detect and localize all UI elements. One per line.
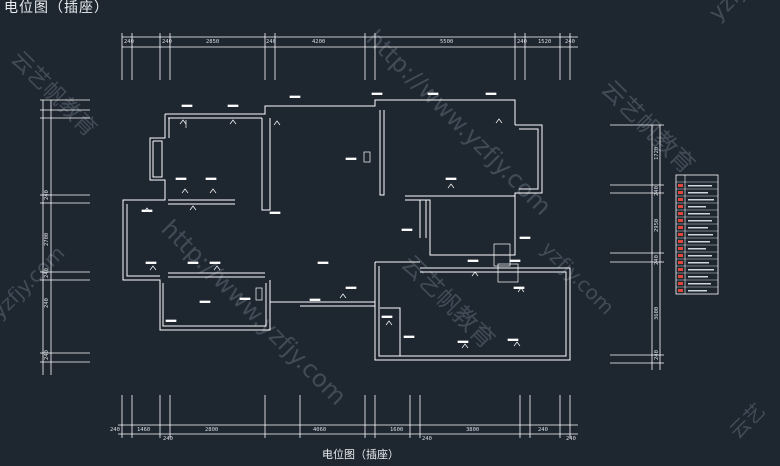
watermark-4: http://www.yzfjy.com xyxy=(156,214,352,410)
socket-symbols xyxy=(141,92,531,349)
dim-bottom-8: 3800 xyxy=(466,427,479,433)
dimensions-top: 240 240 2850 240 4200 5500 240 1520 240 xyxy=(124,39,575,45)
walls xyxy=(122,99,571,361)
dim-top-6: 5500 xyxy=(440,39,453,45)
dim-bottom-4: 2800 xyxy=(205,427,218,433)
drawing-title-top: 电位图（插座） xyxy=(4,0,109,16)
dim-bottom-6: 1600 xyxy=(390,427,403,433)
dim-bottom-10: 240 xyxy=(566,436,576,442)
watermark-5: 云艺帆教育 xyxy=(396,249,501,354)
dimension-lines xyxy=(40,33,664,438)
legend-rows xyxy=(676,181,718,288)
dim-top-2: 240 xyxy=(162,39,172,45)
watermark-7: 云艺帆教育 xyxy=(6,47,101,142)
dim-left-1: 240 xyxy=(44,190,50,200)
watermark-8: yzfjy.com xyxy=(536,237,619,320)
dim-left-5: 240 xyxy=(44,350,50,360)
dim-bottom-5: 4060 xyxy=(313,427,326,433)
drawing-title-bottom: 电位图（插座） xyxy=(322,448,399,461)
dim-bottom-2: 1460 xyxy=(137,427,150,433)
legend xyxy=(675,174,719,295)
dimensions-right: 1720 2950 240 240 3600 240 xyxy=(654,147,660,360)
dim-bottom-1: 240 xyxy=(110,427,120,433)
watermark-2: 云艺帆教育 xyxy=(596,74,701,179)
dim-left-2: 2700 xyxy=(44,233,50,246)
legend-text-lines xyxy=(688,185,714,292)
dim-right-4: 240 xyxy=(654,255,660,265)
dim-top-4: 240 xyxy=(266,39,276,45)
dim-top-8: 1520 xyxy=(538,39,551,45)
watermark-3: yzfjy xyxy=(705,0,759,26)
dim-left-3: 240 xyxy=(44,268,50,278)
dim-right-5: 3600 xyxy=(654,307,660,320)
dim-top-3: 2850 xyxy=(206,39,219,45)
dim-top-5: 4200 xyxy=(312,39,325,45)
watermark-9: 云艺 xyxy=(725,398,770,443)
dim-bottom-9: 240 xyxy=(538,427,548,433)
dim-top-1: 240 xyxy=(124,39,134,45)
dim-right-6: 240 xyxy=(654,350,660,360)
dim-top-9: 240 xyxy=(565,39,575,45)
legend-symbols xyxy=(678,184,683,292)
dim-left-4: 240 xyxy=(44,298,50,308)
dim-right-3: 240 xyxy=(654,186,660,196)
watermark-1: http://www.yzfjy.com xyxy=(361,24,557,220)
dimensions-left: 240 2700 240 240 240 xyxy=(44,190,50,360)
dim-right-2: 2950 xyxy=(654,219,660,232)
dimensions-bottom: 240 1460 240 2800 4060 1600 240 3800 240… xyxy=(110,427,576,442)
dim-bottom-7: 240 xyxy=(422,436,432,442)
dim-bottom-3: 240 xyxy=(163,436,173,442)
dim-right-1: 1720 xyxy=(654,147,660,160)
dim-top-7: 240 xyxy=(517,39,527,45)
watermark-6: yzfjy.com xyxy=(0,241,69,324)
